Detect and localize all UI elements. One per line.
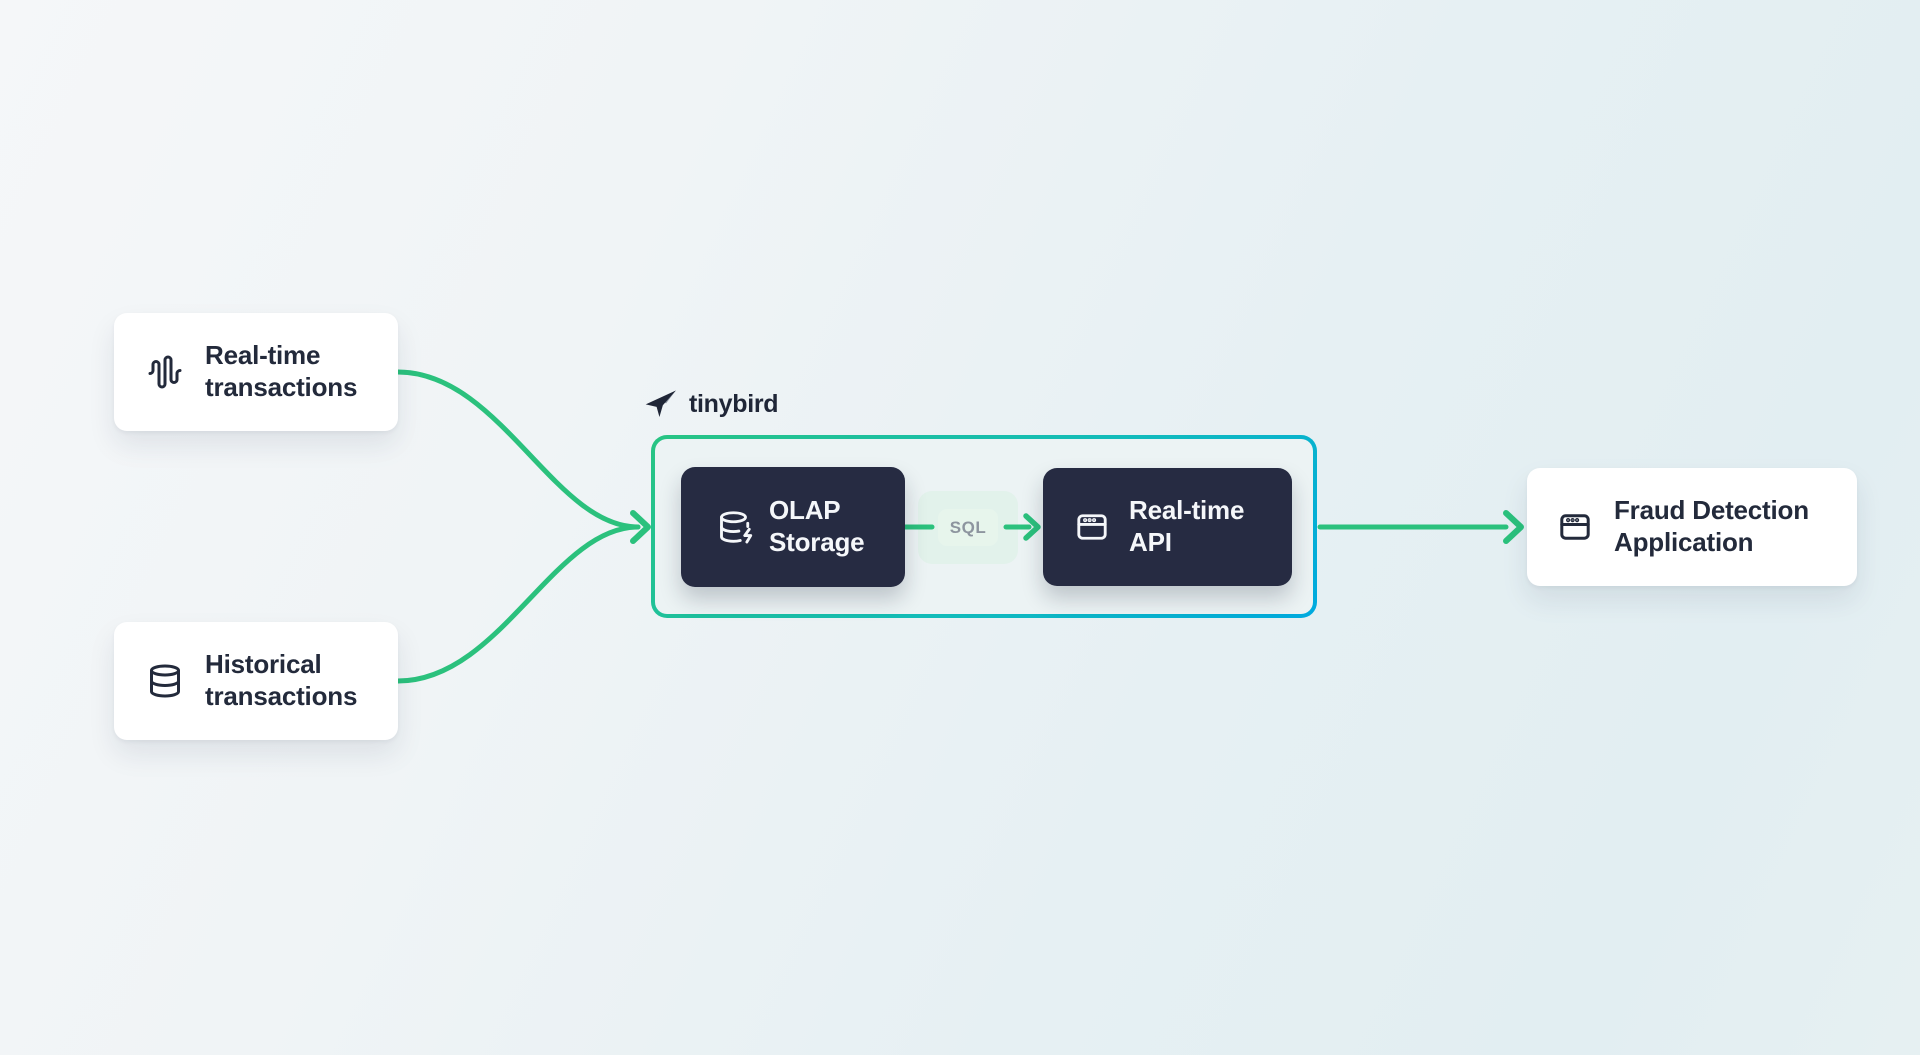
node-historical-transactions: Historical transactions <box>114 622 398 740</box>
sql-edge-label: SQL <box>938 509 998 546</box>
tinybird-brand-label: tinybird <box>689 389 779 418</box>
database-zap-icon <box>717 509 753 545</box>
node-realtime-api: Real-time API <box>1043 468 1292 586</box>
node-fraud-detection-application: Fraud Detection Application <box>1527 468 1857 586</box>
node-label: Fraud Detection Application <box>1614 495 1809 557</box>
arrowhead-into-tinybird-icon <box>630 510 651 544</box>
node-label: Historical transactions <box>205 649 358 711</box>
tinybird-brand: tinybird <box>644 386 779 422</box>
node-realtime-transactions: Real-time transactions <box>114 313 398 431</box>
database-icon <box>147 663 183 699</box>
app-window-icon <box>1557 509 1593 545</box>
node-label: OLAP Storage <box>769 495 865 557</box>
tinybird-bird-icon <box>645 390 676 418</box>
node-label: Real-time transactions <box>205 340 358 402</box>
arrowhead-into-fraud-icon <box>1503 510 1524 544</box>
edge-historical-to-tinybird <box>395 524 641 684</box>
node-olap-storage: OLAP Storage <box>681 467 905 587</box>
edge-realtime-to-tinybird <box>395 369 641 530</box>
waveform-icon <box>147 354 183 390</box>
app-window-icon <box>1074 509 1110 545</box>
node-label: Real-time API <box>1129 495 1245 557</box>
